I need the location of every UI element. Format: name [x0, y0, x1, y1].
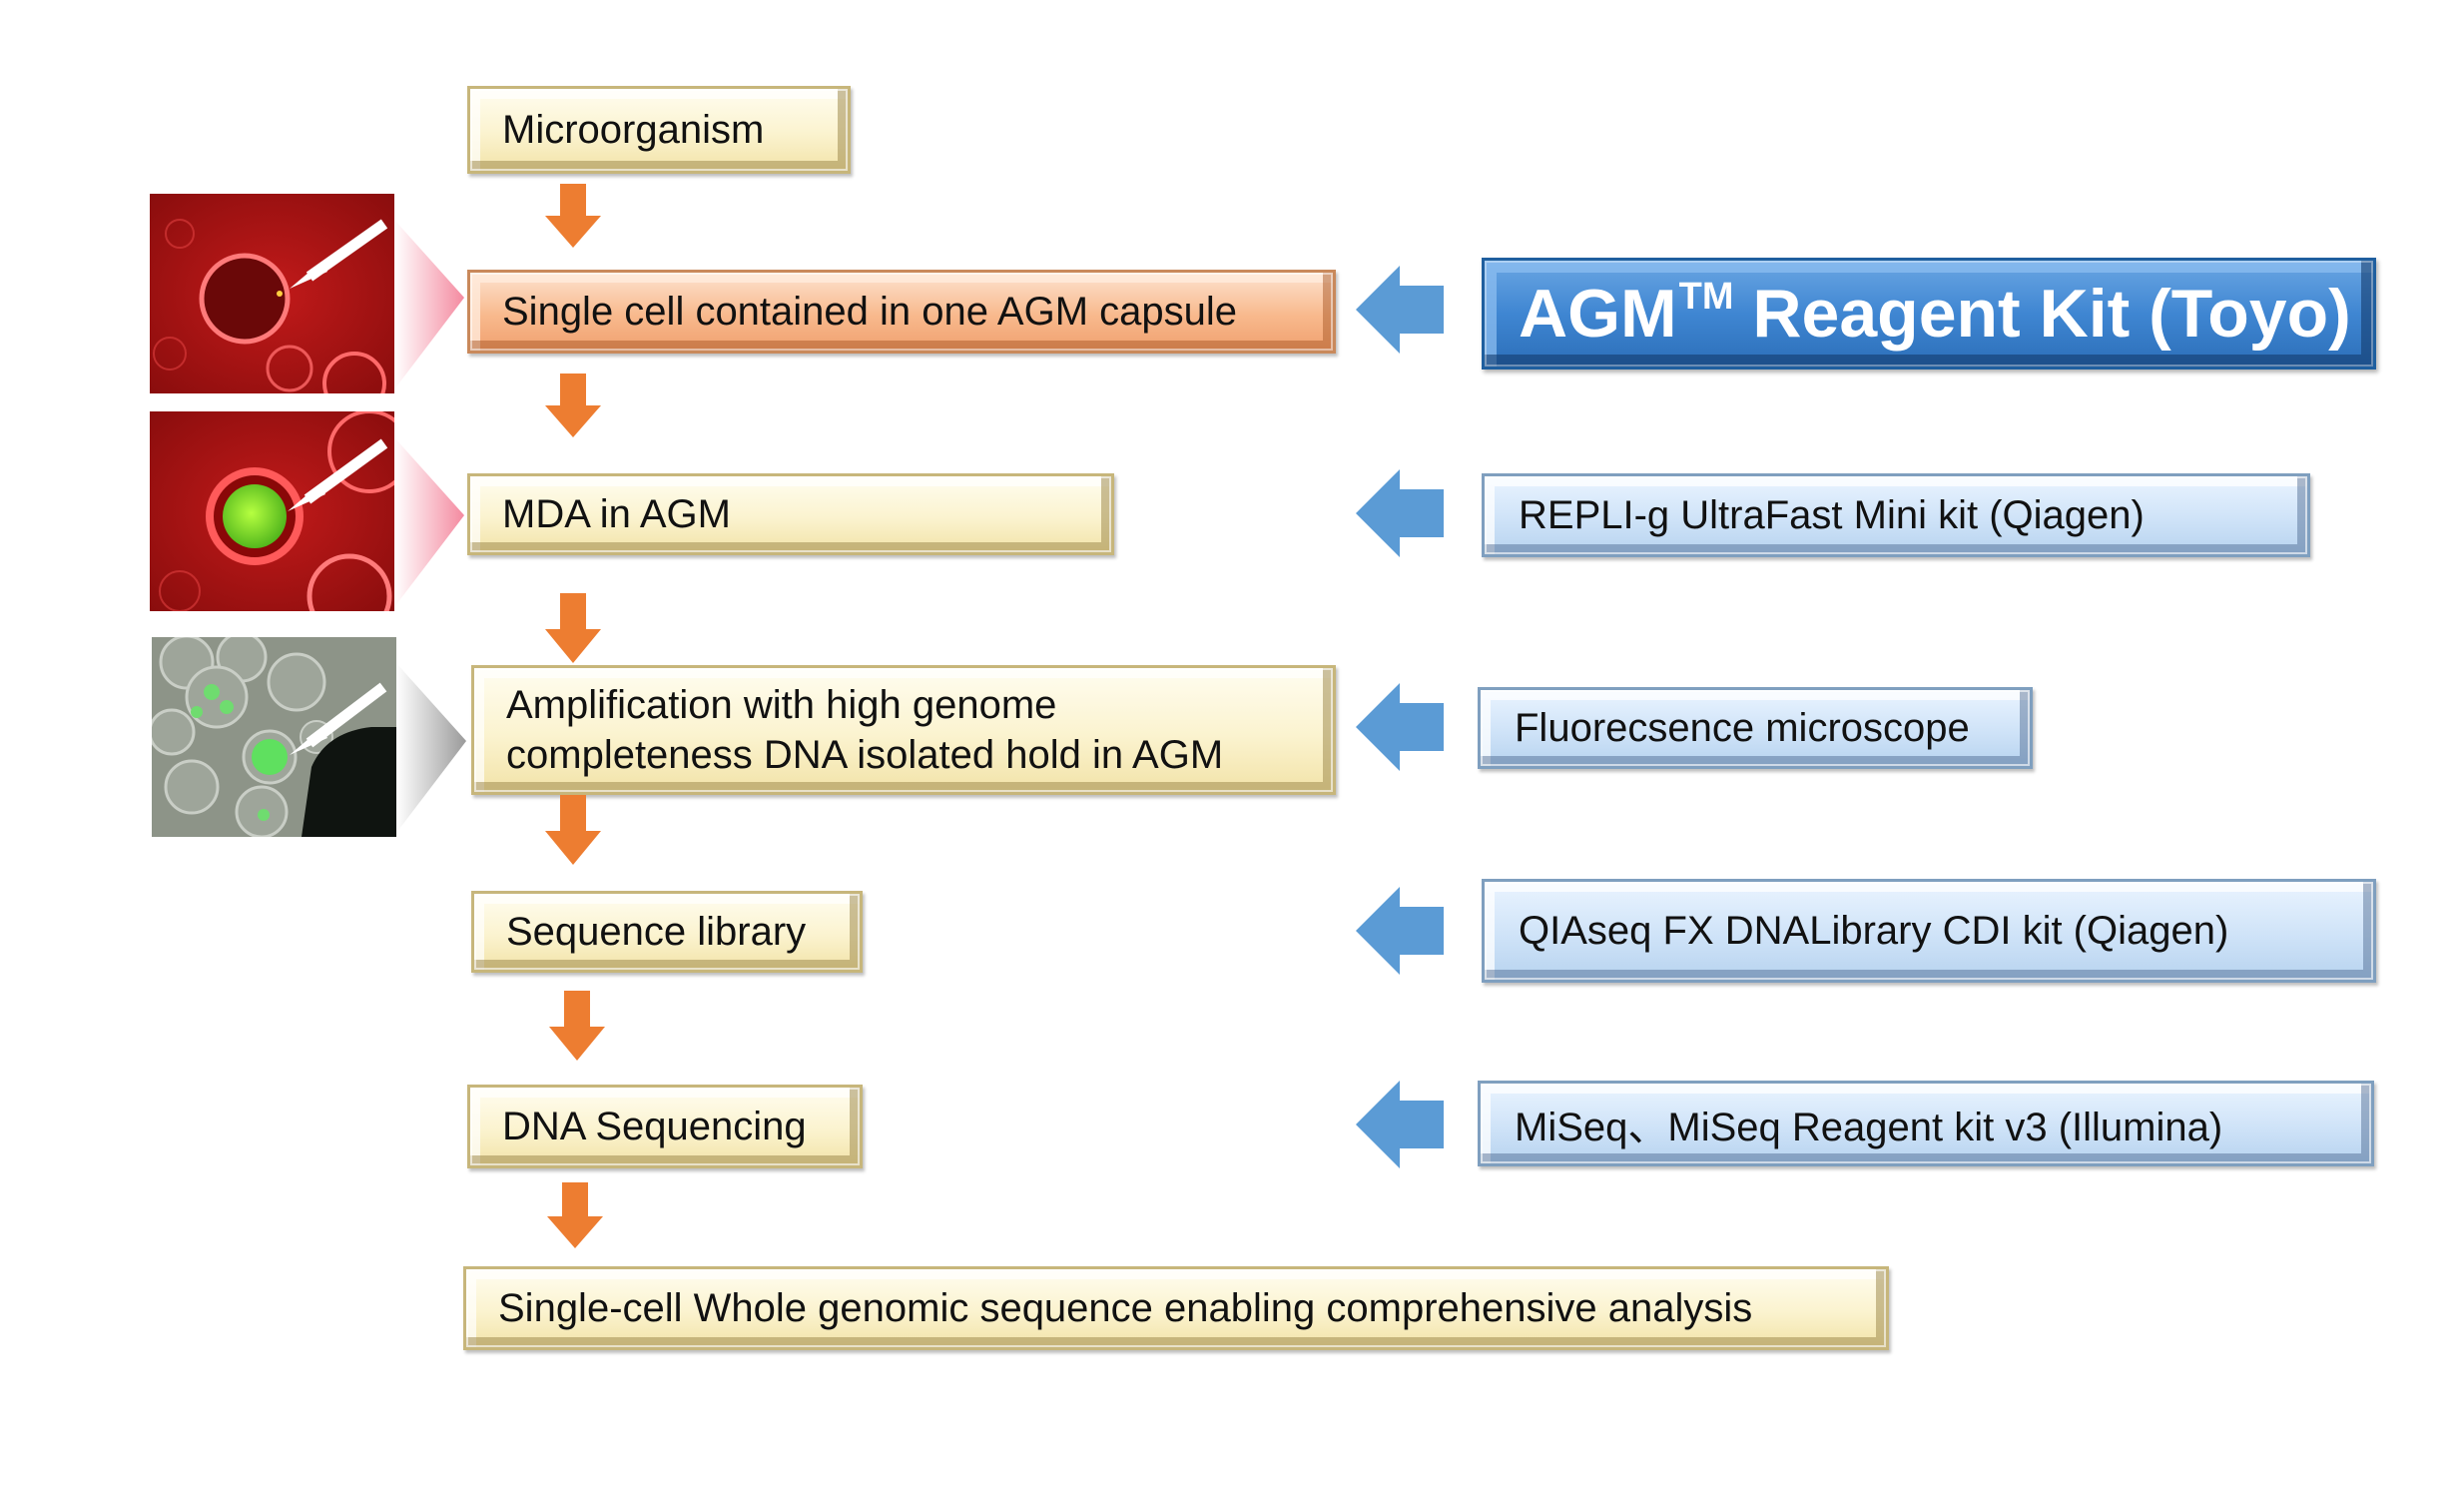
kit-repli-g: REPLI-g UltraFast Mini kit (Qiagen)	[1482, 473, 2310, 557]
flow-arrow-6	[547, 1182, 603, 1248]
kit-agm-prefix: AGM	[1519, 276, 1677, 352]
kit-repli-g-label: REPLI-g UltraFast Mini kit (Qiagen)	[1519, 492, 2145, 537]
step-sequence-library: Sequence library	[471, 891, 863, 973]
kit-miseq: MiSeq、MiSeq Reagent kit v3 (Illumina)	[1478, 1081, 2374, 1166]
kit-arrow-5	[1356, 1081, 1444, 1168]
kit-miseq-label: MiSeq、MiSeq Reagent kit v3 (Illumina)	[1515, 1106, 2223, 1149]
kit-arrow-4	[1356, 887, 1444, 975]
step-microorganism: Microorganism	[467, 86, 851, 174]
step-amplification-line1: Amplification with high genome	[506, 683, 1057, 727]
kit-qiaseq: QIAseq FX DNALibrary CDI kit (Qiagen)	[1482, 879, 2376, 983]
kit-agm-reagent: AGMTM Reagent Kit (Toyo)	[1482, 258, 2376, 370]
kit-agm-suffix: Reagent Kit (Toyo)	[1733, 276, 2351, 352]
step-dna-sequencing-label: DNA Sequencing	[502, 1105, 807, 1148]
kit-agm-trademark: TM	[1678, 276, 1734, 318]
kit-agm-reagent-label: AGMTM Reagent Kit (Toyo)	[1519, 275, 2351, 353]
step-microorganism-label: Microorganism	[502, 108, 765, 152]
flow-arrow-2	[545, 373, 601, 437]
kit-fluorescence-microscope-label: Fluorecsence microscope	[1515, 705, 1970, 750]
step-single-cell-capsule: Single cell contained in one AGM capsule	[467, 270, 1336, 354]
flow-arrow-5	[549, 991, 605, 1061]
flow-arrow-3	[545, 593, 601, 663]
step-whole-genome-label: Single-cell Whole genomic sequence enabl…	[498, 1286, 1753, 1330]
step-amplification-label: Amplification with high genome completen…	[506, 680, 1223, 780]
step-sequence-library-label: Sequence library	[506, 910, 807, 954]
capsule-single-cell-image	[150, 194, 394, 393]
callout-wedge-1	[394, 220, 464, 389]
flow-arrow-1	[545, 184, 601, 248]
kit-arrow-2	[1356, 469, 1444, 557]
step-dna-sequencing: DNA Sequencing	[467, 1085, 863, 1168]
step-whole-genome: Single-cell Whole genomic sequence enabl…	[463, 1266, 1889, 1350]
flow-arrow-4	[545, 795, 601, 865]
step-amplification: Amplification with high genome completen…	[471, 665, 1336, 795]
step-amplification-line2: completeness DNA isolated hold in AGM	[506, 733, 1224, 777]
kit-arrow-3	[1356, 683, 1444, 771]
step-mda-in-agm-label: MDA in AGM	[502, 492, 731, 536]
step-single-cell-capsule-label: Single cell contained in one AGM capsule	[502, 290, 1238, 334]
capsule-isolation-image	[152, 637, 396, 837]
step-mda-in-agm: MDA in AGM	[467, 473, 1114, 555]
capsule-mda-image	[150, 411, 394, 611]
kit-arrow-1	[1356, 266, 1444, 354]
callout-wedge-2	[394, 437, 464, 607]
kit-qiaseq-label: QIAseq FX DNALibrary CDI kit (Qiagen)	[1519, 908, 2229, 953]
kit-fluorescence-microscope: Fluorecsence microscope	[1478, 687, 2033, 769]
callout-wedge-3	[396, 663, 466, 833]
